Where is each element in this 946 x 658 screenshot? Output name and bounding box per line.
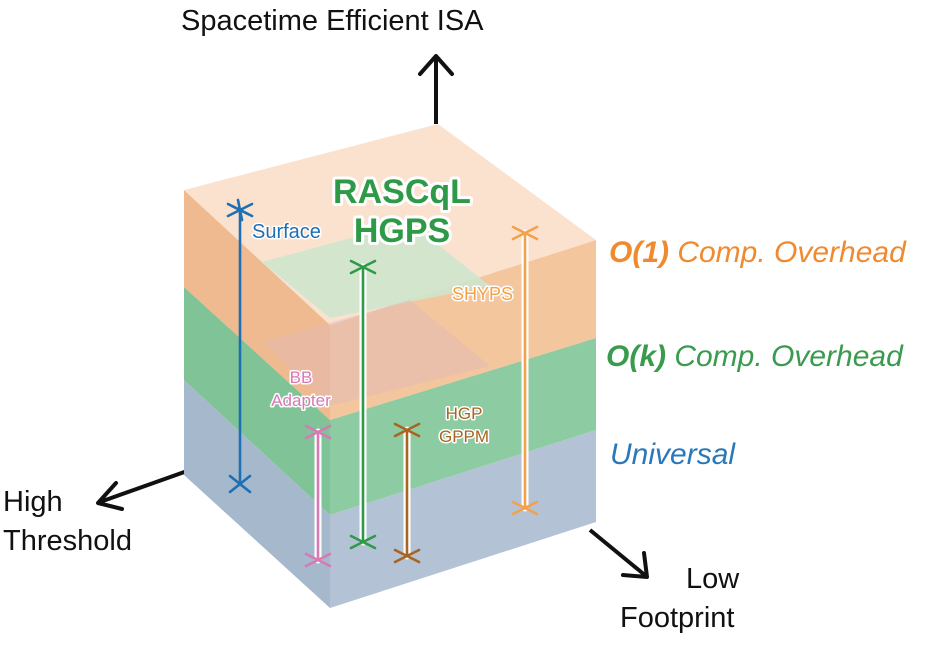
layer-label-universal: Universal bbox=[610, 438, 736, 471]
bb-adapter-range-marker bbox=[304, 424, 332, 568]
surface-range-marker bbox=[226, 198, 254, 494]
code-label-shyps: SHYPS bbox=[452, 284, 513, 304]
layer-label-o1-rest: Comp. Overhead bbox=[669, 236, 907, 269]
code-label-rascql: RASCqL bbox=[333, 173, 471, 211]
layer-label-o1-strong: O(1) bbox=[609, 236, 669, 269]
axis-up bbox=[418, 54, 454, 124]
layer-label-ok-rest: Comp. Overhead bbox=[666, 340, 904, 373]
axis-right bbox=[588, 528, 649, 579]
hgp-gppm-range-marker bbox=[393, 422, 421, 564]
layer-label-universal-text: Universal bbox=[610, 438, 736, 471]
axis-label-right-line2: Footprint bbox=[620, 602, 734, 634]
inner-pink-wedge bbox=[262, 300, 490, 406]
axis-label-left-line1: High bbox=[3, 486, 63, 518]
layer-label-ok-strong: O(k) bbox=[606, 340, 666, 373]
code-label-hgps: HGPS bbox=[354, 212, 450, 250]
axis-label-right-line1: Low bbox=[686, 563, 740, 595]
rascql-range-marker bbox=[349, 259, 377, 550]
code-label-bb: BB bbox=[290, 368, 313, 387]
axis-label-top: Spacetime Efficient ISA bbox=[181, 5, 484, 37]
shyps-range-marker bbox=[511, 225, 539, 516]
cube-layer-universal bbox=[184, 380, 596, 608]
code-label-surface: Surface bbox=[252, 221, 321, 243]
layer-label-o1: O(1) Comp. Overhead bbox=[609, 236, 907, 269]
inner-green-wedge bbox=[262, 222, 490, 318]
code-label-gppm: GPPM bbox=[439, 427, 489, 446]
axis-label-left-line2: Threshold bbox=[3, 525, 132, 557]
axis-left bbox=[96, 468, 191, 511]
code-label-adapter: Adapter bbox=[271, 391, 331, 410]
layer-label-ok: O(k) Comp. Overhead bbox=[606, 340, 904, 373]
code-label-hgp: HGP bbox=[446, 404, 483, 423]
